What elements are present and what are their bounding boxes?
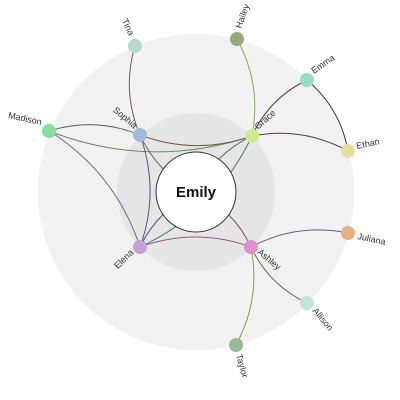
node-ethan-dot[interactable] — [341, 144, 355, 158]
edge-madison-elena — [48, 130, 141, 248]
node-emma-label: Emma — [309, 53, 336, 76]
edge-ashley-elena — [139, 236, 252, 248]
edge-ethan-grace — [251, 132, 349, 152]
node-madison[interactable]: Madison — [7, 110, 56, 138]
edge-ashley-allison — [250, 246, 308, 304]
node-hailey-label: Hailey — [233, 2, 251, 29]
node-allison-label: Allison — [310, 306, 335, 333]
node-ashley-dot[interactable] — [244, 240, 258, 254]
node-grace-dot[interactable] — [245, 129, 259, 143]
node-madison-dot[interactable] — [42, 124, 56, 138]
node-tina-dot[interactable] — [128, 39, 142, 53]
node-taylor-dot[interactable] — [229, 338, 243, 352]
edge-sophia-elena — [139, 134, 151, 248]
node-allison[interactable]: Allison — [300, 296, 335, 333]
node-allison-dot[interactable] — [300, 296, 314, 310]
edge-emma-ethan — [306, 79, 349, 152]
node-elena-dot[interactable] — [133, 240, 147, 254]
edge-emma-grace — [251, 79, 308, 137]
node-tina[interactable]: Tina — [120, 17, 142, 53]
node-hailey-dot[interactable] — [230, 32, 244, 46]
edge-ashley-juliana — [250, 229, 349, 248]
node-emma-dot[interactable] — [300, 73, 314, 87]
edges-layer — [48, 38, 349, 346]
edge-hailey-grace — [236, 38, 256, 137]
node-juliana-label: Juliana — [357, 231, 387, 247]
edge-madison-sophia — [48, 124, 141, 136]
node-juliana-dot[interactable] — [341, 226, 355, 240]
node-tina-label: Tina — [120, 17, 136, 37]
node-emma[interactable]: Emma — [300, 53, 336, 87]
node-hailey[interactable]: Hailey — [230, 2, 252, 46]
node-juliana[interactable]: Juliana — [341, 226, 387, 247]
edge-sophia-grace — [139, 134, 253, 147]
node-ethan[interactable]: Ethan — [341, 136, 380, 158]
center-node[interactable] — [155, 151, 237, 233]
node-sophia-dot[interactable] — [133, 128, 147, 142]
edge-ashley-taylor — [235, 246, 255, 346]
node-taylor[interactable]: Taylor — [229, 338, 250, 379]
node-madison-label: Madison — [7, 110, 42, 127]
node-ethan-label: Ethan — [355, 136, 380, 151]
node-taylor-label: Taylor — [234, 353, 250, 379]
edge-tina-sophia — [128, 45, 141, 136]
center-node-label: Emily — [176, 184, 217, 201]
